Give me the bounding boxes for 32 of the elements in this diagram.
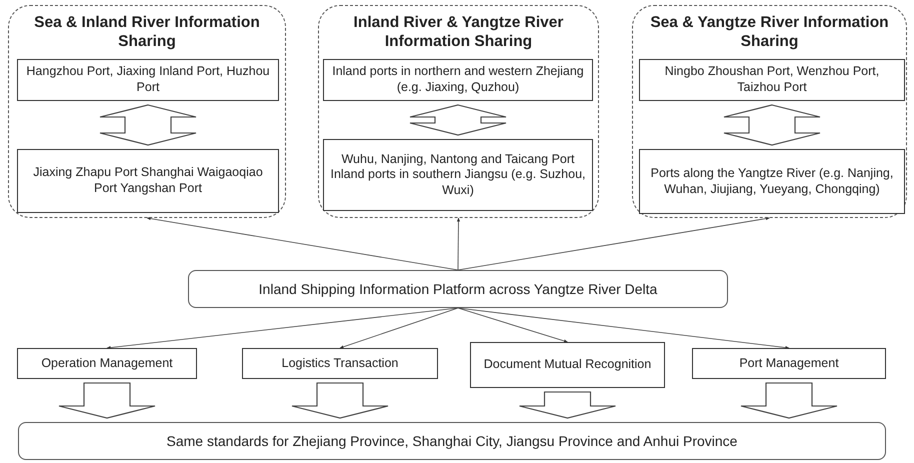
group-panel [8, 5, 286, 218]
block-arrow [518, 391, 616, 419]
platform-box: Inland Shipping Information Platform across Yangtze River Delta [188, 270, 728, 308]
arrow [106, 308, 458, 350]
block-arrow [740, 382, 838, 419]
arrow [456, 218, 460, 270]
group-heading: Sea & Yangtze River Information Sharing [649, 14, 890, 52]
group-panel [318, 5, 599, 218]
arrow [458, 217, 770, 270]
arrow [458, 308, 790, 350]
process-box: Port Management [692, 348, 886, 379]
platform-box: Same standards for Zhejiang Province, Shanghai City, Jiangsu Province and Anhui Province [18, 422, 886, 460]
arrow [146, 217, 458, 270]
block-arrow [723, 104, 821, 146]
block-arrow [99, 104, 197, 146]
block-arrow [58, 382, 156, 419]
arrow [458, 308, 568, 342]
process-box: Logistics Transaction [242, 348, 438, 379]
group-panel [632, 5, 907, 218]
process-box: Ningbo Zhoushan Port, Wenzhou Port, Taizhou Port [639, 59, 905, 101]
process-box: Document Mutual Recognition [470, 342, 665, 388]
group-heading: Inland River & Yangtze River Information Sharing [352, 14, 564, 52]
process-box: Jiaxing Zhapu Port Shanghai Waigaoqiao Port Yangshan Port [17, 149, 279, 213]
process-box: Inland ports in northern and western Zhejiang (e.g. Jiaxing, Quzhou) [323, 59, 593, 101]
process-box: Operation Management [17, 348, 197, 379]
arrow [340, 308, 458, 348]
process-box: Hangzhou Port, Jiaxing Inland Port, Huzhou Port [17, 59, 279, 101]
process-box: Wuhu, Nanjing, Nantong and Taicang Port Inland ports in southern Jiangsu (e.g. Suzhou, Wuxi) [323, 139, 593, 211]
block-arrow [409, 104, 507, 136]
group-heading: Sea & Inland River Information Sharing [33, 14, 261, 52]
process-box: Ports along the Yangtze River (e.g. Nanjing, Wuhan, Jiujiang, Yueyang, Chongqing) [639, 149, 905, 214]
block-arrow [291, 382, 389, 419]
